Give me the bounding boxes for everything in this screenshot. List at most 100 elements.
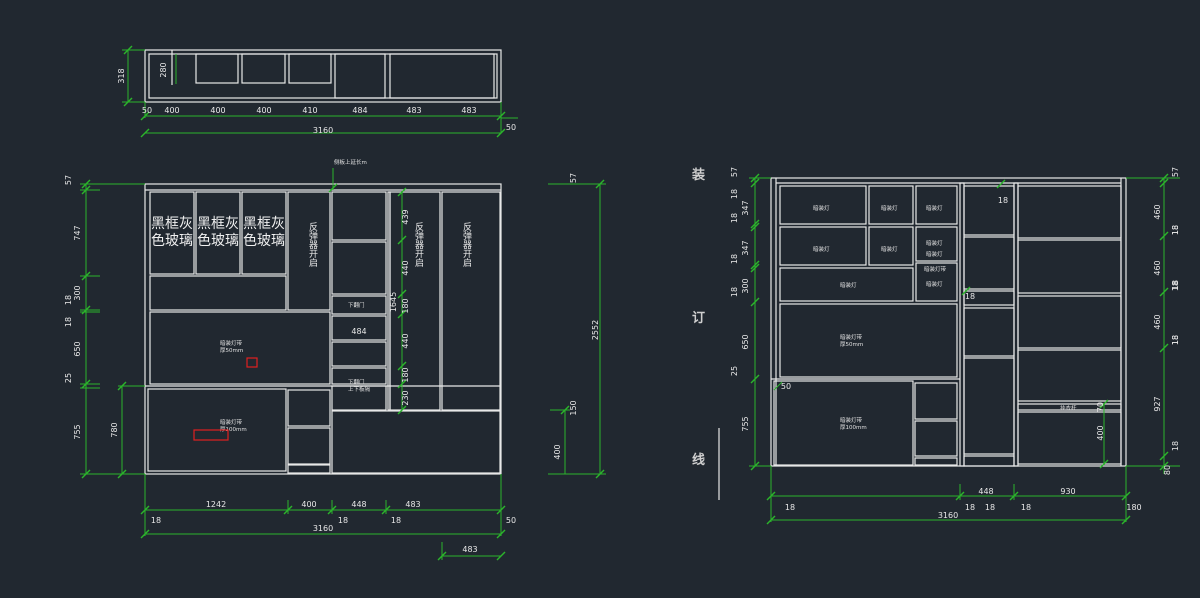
back-left-347b: 347: [741, 240, 750, 255]
back-left-18b: 18: [730, 213, 739, 223]
niche-b-note: 暗装灯带: [220, 418, 243, 426]
cell-label-2: 暗装灯: [881, 204, 898, 212]
back-view-dims: 57 18 347 18 347 18 300 18 650 25 755 50…: [730, 167, 1180, 525]
front-left-755: 755: [73, 424, 82, 439]
cell-label-1: 暗装灯: [813, 204, 830, 212]
back-niche-a2: 厚50mm: [840, 341, 863, 348]
back-niche-a: 暗装灯带: [840, 333, 863, 341]
top-width-1: 400: [164, 106, 179, 115]
back-top-18: 18: [998, 196, 1008, 205]
back-small-18a: 18: [785, 503, 795, 512]
front-right-400: 400: [553, 444, 562, 459]
back-mid-18: 18: [965, 292, 975, 301]
niche-a-note: 暗装灯带: [220, 339, 243, 347]
light-marker-1: [246, 357, 258, 368]
back-right-460a: 460: [1153, 204, 1162, 219]
cell-label-5: 暗装灯: [881, 245, 898, 253]
back-right-18a: 18: [1171, 225, 1180, 235]
back-left-57: 57: [730, 167, 739, 177]
back-niche-b: 暗装灯带: [840, 416, 863, 424]
top-width-4: 410: [302, 106, 317, 115]
top-right-offset: 50: [506, 123, 516, 132]
top-width-6: 483: [406, 106, 421, 115]
front-view: 黑框灰 色玻璃 黑框灰 色玻璃 黑框灰 色玻璃 反弹器开启 反弹器开启 反弹器开…: [64, 158, 606, 561]
back-left-18d: 18: [730, 287, 739, 297]
front-right-57: 57: [569, 173, 578, 183]
back-left-18c: 18: [730, 254, 739, 264]
flip-label-middle: 反弹器开启: [413, 222, 424, 268]
front-inner-439: 439: [401, 209, 410, 224]
back-right-small-18c: 18: [1171, 335, 1180, 345]
middle-width-484: 484: [351, 327, 366, 336]
top-view-outline: [144, 49, 502, 103]
front-extra-483: 483: [462, 545, 477, 554]
back-right-small-18b: 18: [1171, 281, 1180, 291]
back-rack-400: 400: [1096, 425, 1105, 440]
cell-label-3: 暗装灯: [926, 204, 943, 212]
drawer-a-note: 下翻门: [348, 301, 365, 309]
front-left-25: 25: [64, 373, 73, 383]
top-width-7: 483: [461, 106, 476, 115]
front-total-height: 2552: [591, 320, 600, 340]
back-view-structure: [770, 177, 1127, 467]
back-niche-b2: 厚100mm: [840, 424, 867, 431]
top-view: 318 280 50 400 400 400 410 484 483 483 3…: [117, 45, 518, 138]
back-inner-50: 50: [781, 382, 791, 391]
cell-label-9: 暗装灯: [926, 280, 943, 288]
top-width-2: 400: [210, 106, 225, 115]
niche-b-note2: 厚100mm: [220, 426, 247, 433]
back-view: 暗装灯 暗装灯 暗装灯 暗装灯 暗装灯 暗装灯 暗装灯 暗装灯带 暗装灯 暗装灯…: [730, 167, 1180, 525]
back-left-300: 300: [741, 278, 750, 293]
back-left-650: 650: [741, 334, 750, 349]
back-right-18b: 18: [1171, 280, 1180, 290]
cell-label-6: 暗装灯: [926, 239, 943, 247]
front-bottom-448: 448: [351, 500, 366, 509]
back-right-18c: 18: [1171, 335, 1180, 345]
top-total: 3160: [313, 126, 333, 135]
top-width-3: 400: [256, 106, 271, 115]
glass-label-3b: 色玻璃: [243, 232, 285, 249]
cell-label-7: 暗装灯: [926, 250, 943, 258]
back-right-57: 57: [1171, 167, 1180, 177]
back-left-25: 25: [730, 366, 739, 376]
light-marker-2: [193, 429, 229, 441]
back-right-460b: 460: [1153, 260, 1162, 275]
front-small-50: 50: [506, 516, 516, 525]
glass-label-1a: 黑框灰: [151, 216, 193, 232]
glass-label-2a: 黑框灰: [197, 216, 239, 232]
front-view-labels: 黑框灰 色玻璃 黑框灰 色玻璃 黑框灰 色玻璃 反弹器开启 反弹器开启 反弹器开…: [151, 216, 472, 441]
front-left-57: 57: [64, 175, 73, 185]
top-height-280: 280: [159, 62, 168, 77]
top-height-318: 318: [117, 68, 126, 83]
marker-zhuang: 装: [691, 167, 705, 183]
back-right-80: 80: [1163, 465, 1172, 475]
back-total-width: 3160: [938, 511, 958, 520]
top-width-5: 484: [352, 106, 367, 115]
front-inner-1645: 1645: [389, 292, 398, 312]
back-right-927: 927: [1153, 396, 1162, 411]
cell-label-10: 暗装灯: [840, 281, 857, 289]
cell-label-4: 暗装灯: [813, 245, 830, 253]
drawer-b-note2: 上下板隔: [348, 385, 371, 393]
front-bottom-483: 483: [405, 500, 420, 509]
front-left-18a: 18: [64, 295, 73, 305]
front-left-747: 747: [73, 225, 82, 240]
front-right-150: 150: [569, 400, 578, 415]
front-small-18b: 18: [338, 516, 348, 525]
front-inner-180b: 180: [401, 367, 410, 382]
niche-a-note2: 厚50mm: [220, 347, 243, 354]
front-lower-780: 780: [110, 422, 119, 437]
binding-line-markers: 装 订 线: [691, 167, 720, 500]
back-bottom-930: 930: [1060, 487, 1075, 496]
flip-label-left: 反弹器开启: [307, 222, 318, 268]
back-left-755: 755: [741, 416, 750, 431]
marker-ding: 订: [692, 310, 705, 326]
front-view-structure: [144, 183, 502, 475]
back-view-labels: 暗装灯 暗装灯 暗装灯 暗装灯 暗装灯 暗装灯 暗装灯 暗装灯带 暗装灯 暗装灯…: [813, 204, 1077, 431]
back-small-180: 180: [1126, 503, 1141, 512]
back-right-small-18a: 18: [1171, 225, 1180, 235]
drawer-b-note: 下翻门: [348, 378, 365, 386]
front-inner-440b: 440: [401, 333, 410, 348]
front-total-width: 3160: [313, 524, 333, 533]
